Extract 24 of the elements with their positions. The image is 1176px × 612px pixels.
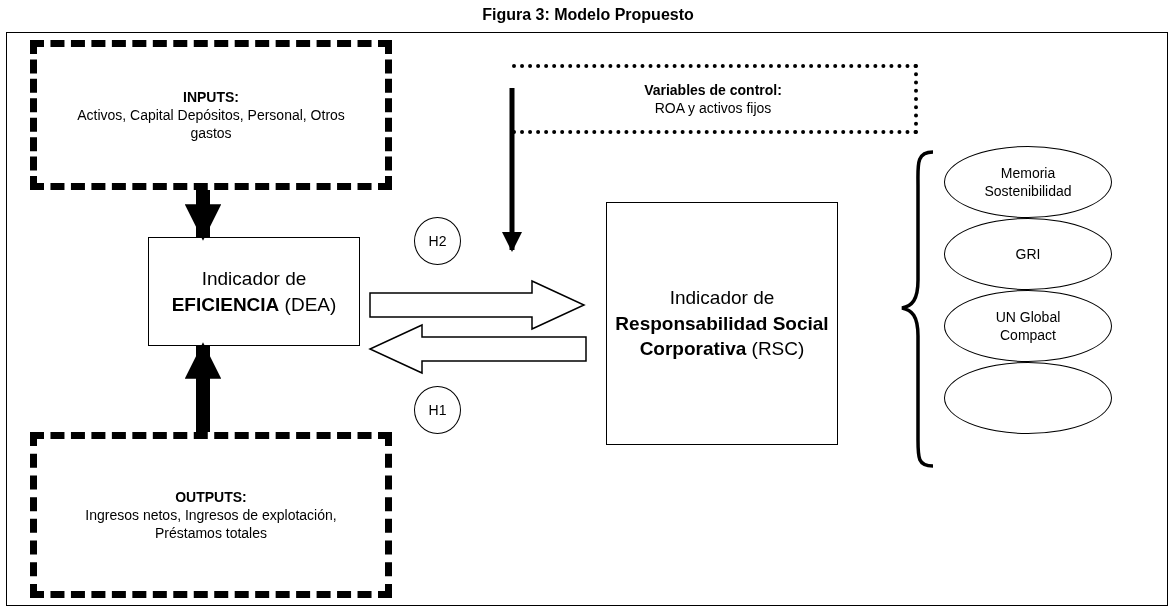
box-heading: INPUTS: [183,87,239,106]
node-label: Indicador de EFICIENCIA (DEA) [170,266,338,317]
node-label: UN Global Compact [994,307,1062,345]
process-box [148,237,360,346]
dashed-box [30,40,392,190]
arrow [502,88,522,252]
dashed-box [30,432,392,598]
box-text: Ingresos netos, Ingresos de explotación, Préstamos totales [84,505,338,543]
box-text: ROA y activos fijos [654,99,772,118]
node-label: H2 [428,231,447,251]
block-arrow [184,342,222,432]
dotted-box [512,64,918,134]
process-box [606,202,838,445]
figure-title: Figura 3: Modelo Propuesto [481,6,695,24]
node-label: H1 [428,400,447,420]
box-heading: Variables de control: [644,80,782,99]
box-heading: OUTPUTS: [175,487,247,506]
hollow-arrow [369,279,586,331]
hollow-arrow [368,323,587,375]
block-arrow [184,190,222,241]
node-label: Memoria Sostenibilidad [983,163,1073,201]
box-text: Activos, Capital Depósitos, Personal, Otros gastos [76,105,346,143]
node-label: Indicador de Responsabilidad Social Corporativa (RSC) [614,286,830,362]
node-label: GRI [1015,244,1041,264]
